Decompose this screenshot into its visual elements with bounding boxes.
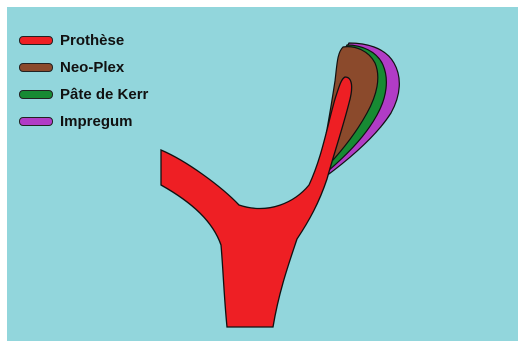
legend-item-prothese: Prothèse [19, 27, 148, 54]
legend-label-pate-de-kerr: Pâte de Kerr [60, 86, 148, 103]
legend-swatch-impregum [19, 117, 53, 126]
legend-label-impregum: Impregum [60, 113, 133, 130]
legend-swatch-prothese [19, 36, 53, 45]
legend-label-neo-plex: Neo-Plex [60, 59, 124, 76]
legend-swatch-pate-de-kerr [19, 90, 53, 99]
legend-item-impregum: Impregum [19, 108, 148, 135]
legend-label-prothese: Prothèse [60, 32, 124, 49]
legend-swatch-neo-plex [19, 63, 53, 72]
legend-item-neo-plex: Neo-Plex [19, 54, 148, 81]
prothese-shape [161, 77, 352, 327]
legend-item-pate-de-kerr: Pâte de Kerr [19, 81, 148, 108]
